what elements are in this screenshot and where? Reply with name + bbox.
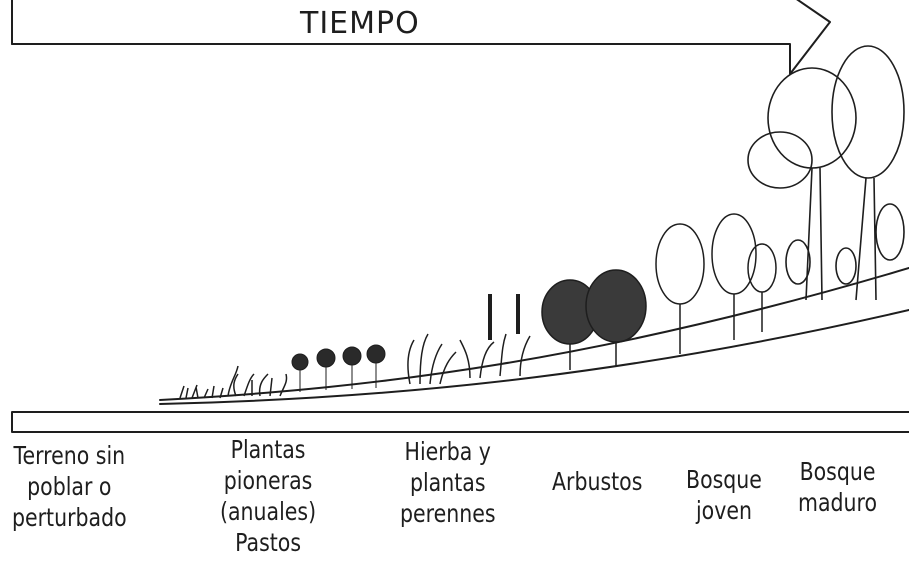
- ground-band: [11, 411, 909, 433]
- mature-forest: [747, 45, 905, 301]
- perennial-herbs: [407, 294, 531, 385]
- stage-label-line: Bosque: [799, 457, 876, 486]
- stage-label-shrubs: Arbustos: [552, 466, 642, 497]
- stage-label-line: Bosque: [686, 465, 762, 494]
- shrubs: [541, 269, 647, 370]
- stage-label-line: (anuales): [220, 497, 317, 526]
- time-arrow: [11, 0, 831, 75]
- stage-label-line: perennes: [400, 499, 496, 528]
- stage-label-pioneer-plants: Plantas pioneras (anuales) Pastos: [220, 434, 316, 558]
- stage-label-bare-ground: Terreno sin poblar o perturbado: [12, 440, 127, 533]
- stage-label-line: plantas: [409, 468, 486, 497]
- stage-label-perennials: Hierba y plantas perennes: [400, 436, 496, 529]
- time-arrow-label: TIEMPO: [300, 6, 420, 41]
- stage-label-line: perturbado: [12, 503, 127, 532]
- stage-label-line: Plantas: [230, 435, 306, 464]
- young-forest: [655, 213, 777, 354]
- stage-label-line: Pastos: [235, 528, 302, 557]
- stage-label-line: Hierba y: [404, 437, 491, 466]
- stage-label-line: Arbustos: [552, 467, 643, 496]
- stage-label-line: joven: [695, 496, 752, 525]
- pioneer-plants: [179, 365, 288, 399]
- stage-label-line: pioneras: [223, 466, 313, 495]
- stage-label-line: poblar o: [27, 472, 112, 501]
- stage-label-mature-forest: Bosque maduro: [798, 456, 877, 518]
- stage-label-young-forest: Bosque joven: [686, 464, 762, 526]
- stage-label-line: Terreno sin: [13, 441, 126, 470]
- pioneer-bushes: [291, 344, 386, 392]
- stage-label-line: maduro: [798, 488, 878, 517]
